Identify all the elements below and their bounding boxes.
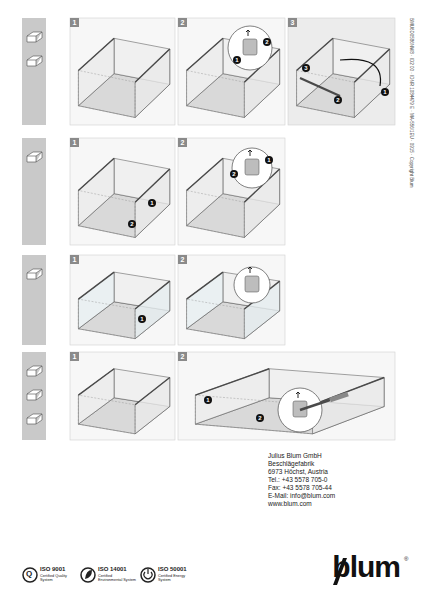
screwdriver [300,400,330,410]
rotate-arrow [340,59,381,86]
drawer-icon [27,152,42,162]
clip-detail [243,39,257,55]
motion-arrow [248,150,252,156]
motion-arrow [248,267,252,273]
drawer-drawing [78,369,169,434]
callout-number: 2 [334,96,342,104]
drawer-icon [27,32,42,42]
drawer-icon [27,56,42,66]
address-line: Fax: +43 5578 705-44 [268,484,332,491]
step-panel [70,18,175,125]
rod [300,78,340,96]
drawer-drawing [78,38,169,117]
step-number: 3 [288,18,297,27]
detail-magnifier [232,148,272,188]
iso-icon [81,568,95,582]
quality-letter: Q [26,569,32,578]
step-number: 2 [178,352,187,361]
clip-detail [245,159,259,175]
callout-number: 1 [148,199,156,207]
iso-caption: Certified Quality System [40,574,74,582]
motion-arrow [296,392,300,398]
callout-number: 2 [128,220,136,228]
step-number: 2 [178,138,187,147]
step-panel [70,352,175,440]
drawer-icon [27,414,42,424]
address-line: 6973 Höchst, Austria [268,468,328,475]
step-panel [178,138,285,245]
step-number: 2 [178,255,187,264]
drawer-drawing [195,369,384,434]
leaf-symbol [85,570,92,579]
iso-icon [141,568,155,582]
iso-standard: ISO 9001 [40,566,65,573]
step-panel [178,352,395,440]
step-panel [70,138,175,245]
row-band [22,18,46,125]
callout-number: 2 [263,38,271,46]
callout-number: 1 [265,156,273,164]
drawer-drawing [297,38,390,117]
copyright-code: BMU6D0586NW8 · ID2 00 · IDNR 1084479 E ·… [409,18,414,188]
address-line: E-Mail: info@blum.com [268,492,335,499]
power-symbol [144,569,152,579]
brand-logo: blum [332,552,400,582]
row-band [22,352,46,440]
drawer-icon [27,390,42,400]
row-band [22,138,46,245]
callout-number: 2 [256,414,264,422]
step-panel [178,255,285,345]
drawer-icon [27,366,42,376]
address-line: Julius Blum GmbH [268,452,322,459]
step-panel [288,18,395,125]
iso-standard: ISO 50001 [158,566,187,573]
step-number: 1 [70,255,79,264]
step-number: 1 [70,138,79,147]
registered-mark: ® [404,556,408,563]
drawer-icon [27,269,42,279]
row-band [22,255,46,345]
address-line: www.blum.com [268,500,312,507]
step-number: 2 [178,18,187,27]
callout-number: 2 [230,170,238,178]
drawer-drawing [78,272,169,339]
step-panel [70,255,175,345]
iso-caption: Certified Energy System [158,574,192,582]
callout-number: 1 [138,315,146,323]
motion-arrow [246,30,250,36]
iso-icon [23,568,37,582]
step-number: 1 [70,18,79,27]
iso-caption: Certified Environmental System [98,574,136,582]
detail-magnifier [234,267,270,303]
address-line: Beschlägefabrik [268,460,314,467]
iso-standard: ISO 14001 [98,566,127,573]
callout-number: 1 [233,56,241,64]
step-panel [178,18,285,125]
callout-number: 3 [302,64,310,72]
detail-magnifier [228,26,272,70]
callout-number: 1 [204,396,212,404]
step-number: 1 [70,352,79,361]
address-line: Tel.: +43 5578 705-0 [268,476,327,483]
screwdriver-handle [330,394,348,400]
callout-number: 1 [381,88,389,96]
drawer-drawing [78,158,169,237]
clip-detail [245,276,259,292]
